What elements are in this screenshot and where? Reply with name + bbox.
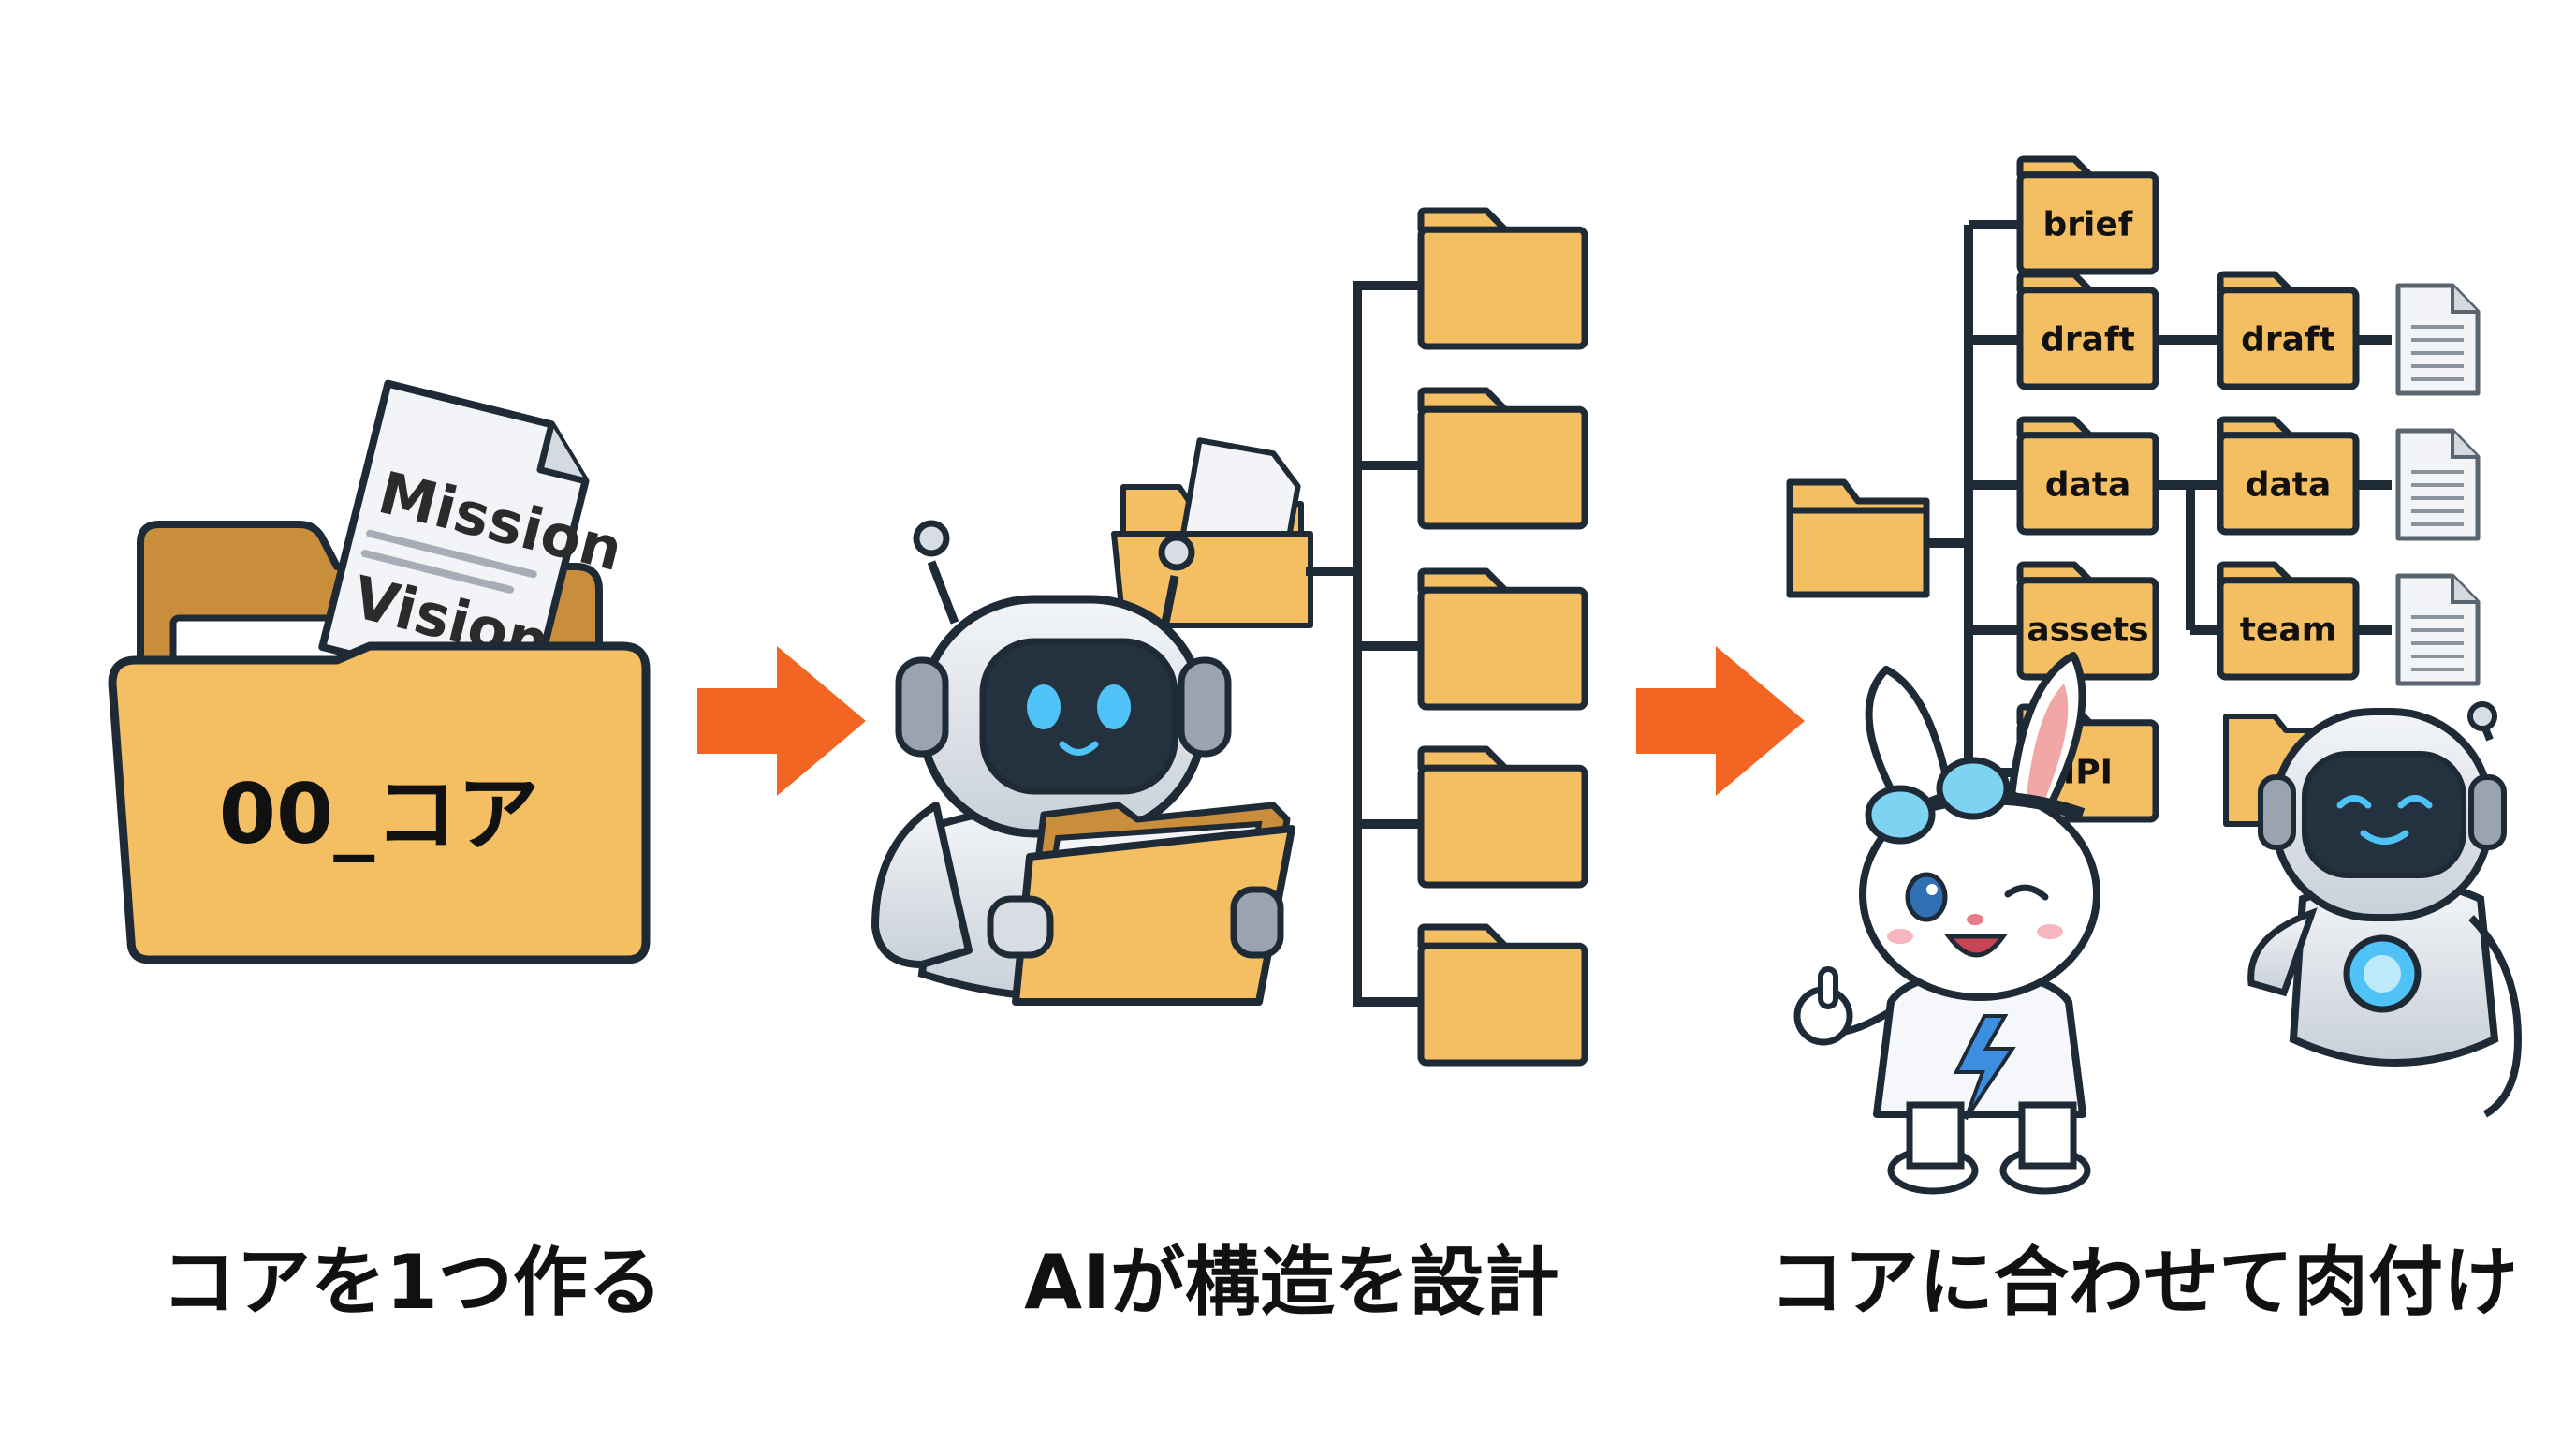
folder-label: data (2045, 465, 2131, 504)
structure-folders (1417, 207, 1588, 1067)
folder-icon: data (2016, 416, 2159, 536)
folder-icon (1417, 567, 1588, 711)
arrow-right-icon (1636, 646, 1805, 796)
robot-icon (2247, 701, 2523, 1118)
small-folder-icon (1111, 437, 1313, 628)
step2-caption: AIが構造を設計 (1024, 1239, 1559, 1326)
folder-icon (1417, 923, 1588, 1067)
folder-icon: data (2217, 416, 2360, 536)
folder-label: brief (2043, 205, 2133, 243)
document-icon (2395, 573, 2481, 686)
folder-label: draft (2041, 320, 2135, 359)
folder-icon: draft (2016, 271, 2159, 390)
document-icon (2395, 283, 2481, 396)
folder-icon (1417, 387, 1588, 530)
document-icon (2395, 428, 2481, 541)
folder-label: assets (2027, 611, 2148, 649)
tree-documents (2395, 283, 2481, 686)
step3-caption: コアに合わせて肉付け (1769, 1239, 2518, 1326)
robot-icon (871, 520, 1295, 1006)
folder-icon: assets (2016, 561, 2159, 681)
folder-icon (1417, 207, 1588, 350)
arrow-right-icon (697, 646, 866, 796)
folder-icon (1417, 745, 1588, 889)
root-folder-icon (1786, 478, 1930, 598)
step1-core-folder-front: 00_コア (108, 641, 651, 964)
folder-label: data (2246, 465, 2332, 504)
step1-caption: コアを1つ作る (161, 1239, 663, 1326)
folder-label: team (2240, 611, 2336, 649)
tree-connector (1306, 281, 1423, 1007)
core-folder-label: 00_コア (219, 766, 539, 862)
folder-label: draft (2241, 320, 2335, 359)
folder-icon: draft (2217, 271, 2360, 390)
folder-icon: team (2217, 561, 2360, 681)
tree-column-2: draft data team (2217, 271, 2360, 681)
folder-icon: brief (2016, 155, 2159, 275)
rabbit-icon (1793, 652, 2100, 1195)
